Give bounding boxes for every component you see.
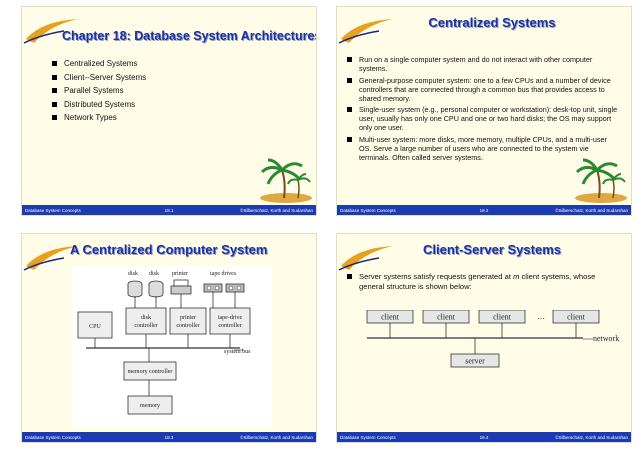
bullet-list: Server systems satisfy requests generate… xyxy=(347,272,621,292)
slide-client-server-systems: Client-Server Systems Server systems sat… xyxy=(336,233,632,443)
bullet-item: Single-user system (e.g., personal compu… xyxy=(347,105,621,132)
cpu-label: CPU xyxy=(89,324,101,330)
disk-controller-label: disk xyxy=(141,315,151,321)
ellipsis-label: … xyxy=(537,312,545,321)
swoosh-logo-icon xyxy=(338,19,393,44)
slide-footer: Database System Concepts 18.2 ©Silbersch… xyxy=(337,205,631,215)
disk-controller-label: controller xyxy=(134,323,157,329)
slide-centralized-systems: Centralized Systems Run on a single comp… xyxy=(336,6,632,216)
bullet-item: Parallel Systems xyxy=(52,86,146,96)
bullet-item: Multi-user system: more disks, more memo… xyxy=(347,135,621,162)
slide-title: Chapter 18: Database System Architecture… xyxy=(62,29,317,43)
slide-footer: Database System Concepts 18.4 ©Silbersch… xyxy=(337,432,631,442)
printer-controller-label: controller xyxy=(176,323,199,329)
bullet-item: Client--Server Systems xyxy=(52,73,146,83)
bullet-list: Centralized Systems Client--Server Syste… xyxy=(52,59,146,127)
disk-controller-box xyxy=(125,307,167,335)
tape-controller-label: controller xyxy=(218,323,241,329)
tape-drive-icon xyxy=(203,283,223,293)
memory-controller-box xyxy=(123,361,177,381)
footer-left: Database System Concepts xyxy=(25,207,81,213)
bullet-item: Centralized Systems xyxy=(52,59,146,69)
bullet-item: Server systems satisfy requests generate… xyxy=(347,272,621,292)
memory-box xyxy=(127,395,173,415)
printer-icon xyxy=(170,279,192,295)
swoosh-logo-icon xyxy=(23,19,78,44)
footer-right: ©Silberschatz, Korth and Sudarshan xyxy=(555,434,628,440)
printer-controller-label: printer xyxy=(180,315,196,321)
bullet-item: General-purpose computer system: one to … xyxy=(347,76,621,103)
palm-island-icon xyxy=(575,158,627,203)
footer-right: ©Silberschatz, Korth and Sudarshan xyxy=(555,207,628,213)
slide-title: A Centralized Computer System xyxy=(70,242,268,257)
tape-controller-box xyxy=(209,307,251,335)
disk-icon xyxy=(127,280,143,298)
bullet-item: Network Types xyxy=(52,113,146,123)
footer-right: ©Silberschatz, Korth and Sudarshan xyxy=(240,207,313,213)
slide-chapter-18: Chapter 18: Database System Architecture… xyxy=(21,6,317,216)
footer-left: Database System Concepts xyxy=(25,434,81,440)
tape-controller-label: tape-drive xyxy=(218,315,243,321)
bullet-list: Run on a single computer system and do n… xyxy=(347,55,621,164)
page-number: 18.2 xyxy=(479,207,489,213)
memory-label: memory xyxy=(140,403,160,409)
memory-controller-label: memory controller xyxy=(128,369,173,375)
disk-label: disk xyxy=(128,271,138,277)
palm-island-icon xyxy=(260,158,312,203)
client-label: client xyxy=(437,313,456,322)
disk-label: disk xyxy=(149,271,159,277)
slide-footer: Database System Concepts 18.1 ©Silbersch… xyxy=(22,205,316,215)
centralized-system-diagram: disk disk printer tape drives xyxy=(72,266,272,428)
slide-title: Client-Server Systems xyxy=(422,242,561,257)
footer-left: Database System Concepts xyxy=(340,207,396,213)
cpu-box xyxy=(77,311,113,339)
disk-icon xyxy=(148,280,164,298)
client-label: client xyxy=(381,313,400,322)
bullet-item: Distributed Systems xyxy=(52,100,146,110)
server-box xyxy=(450,353,500,368)
swoosh-logo-icon xyxy=(338,246,393,271)
tape-drive-icon xyxy=(225,283,245,293)
system-bus-label: system bus xyxy=(224,349,251,355)
printer-label: printer xyxy=(172,271,188,277)
bullet-emphasis: m xyxy=(513,272,520,281)
tape-drives-label: tape drives xyxy=(210,271,237,277)
bullet-item: Run on a single computer system and do n… xyxy=(347,55,621,73)
slide-centralized-computer-system: A Centralized Computer System disk disk … xyxy=(21,233,317,443)
page-number: 18.3 xyxy=(164,434,174,440)
printer-controller-box xyxy=(169,307,207,335)
server-label: server xyxy=(465,357,485,366)
swoosh-logo-icon xyxy=(23,246,78,271)
client-server-diagram: client client client … client network se… xyxy=(366,310,619,368)
slide-footer: Database System Concepts 18.3 ©Silbersch… xyxy=(22,432,316,442)
client-label: client xyxy=(493,313,512,322)
network-label: network xyxy=(593,334,619,343)
bullet-text: client systems, whose general structure … xyxy=(359,272,596,291)
page-number: 18.4 xyxy=(479,434,489,440)
page-number: 18.1 xyxy=(164,207,174,213)
bullet-text: Server systems satisfy requests generate… xyxy=(359,272,514,281)
footer-right: ©Silberschatz, Korth and Sudarshan xyxy=(240,434,313,440)
slide-title: Centralized Systems xyxy=(428,15,556,30)
client-label: client xyxy=(567,313,586,322)
footer-left: Database System Concepts xyxy=(340,434,396,440)
